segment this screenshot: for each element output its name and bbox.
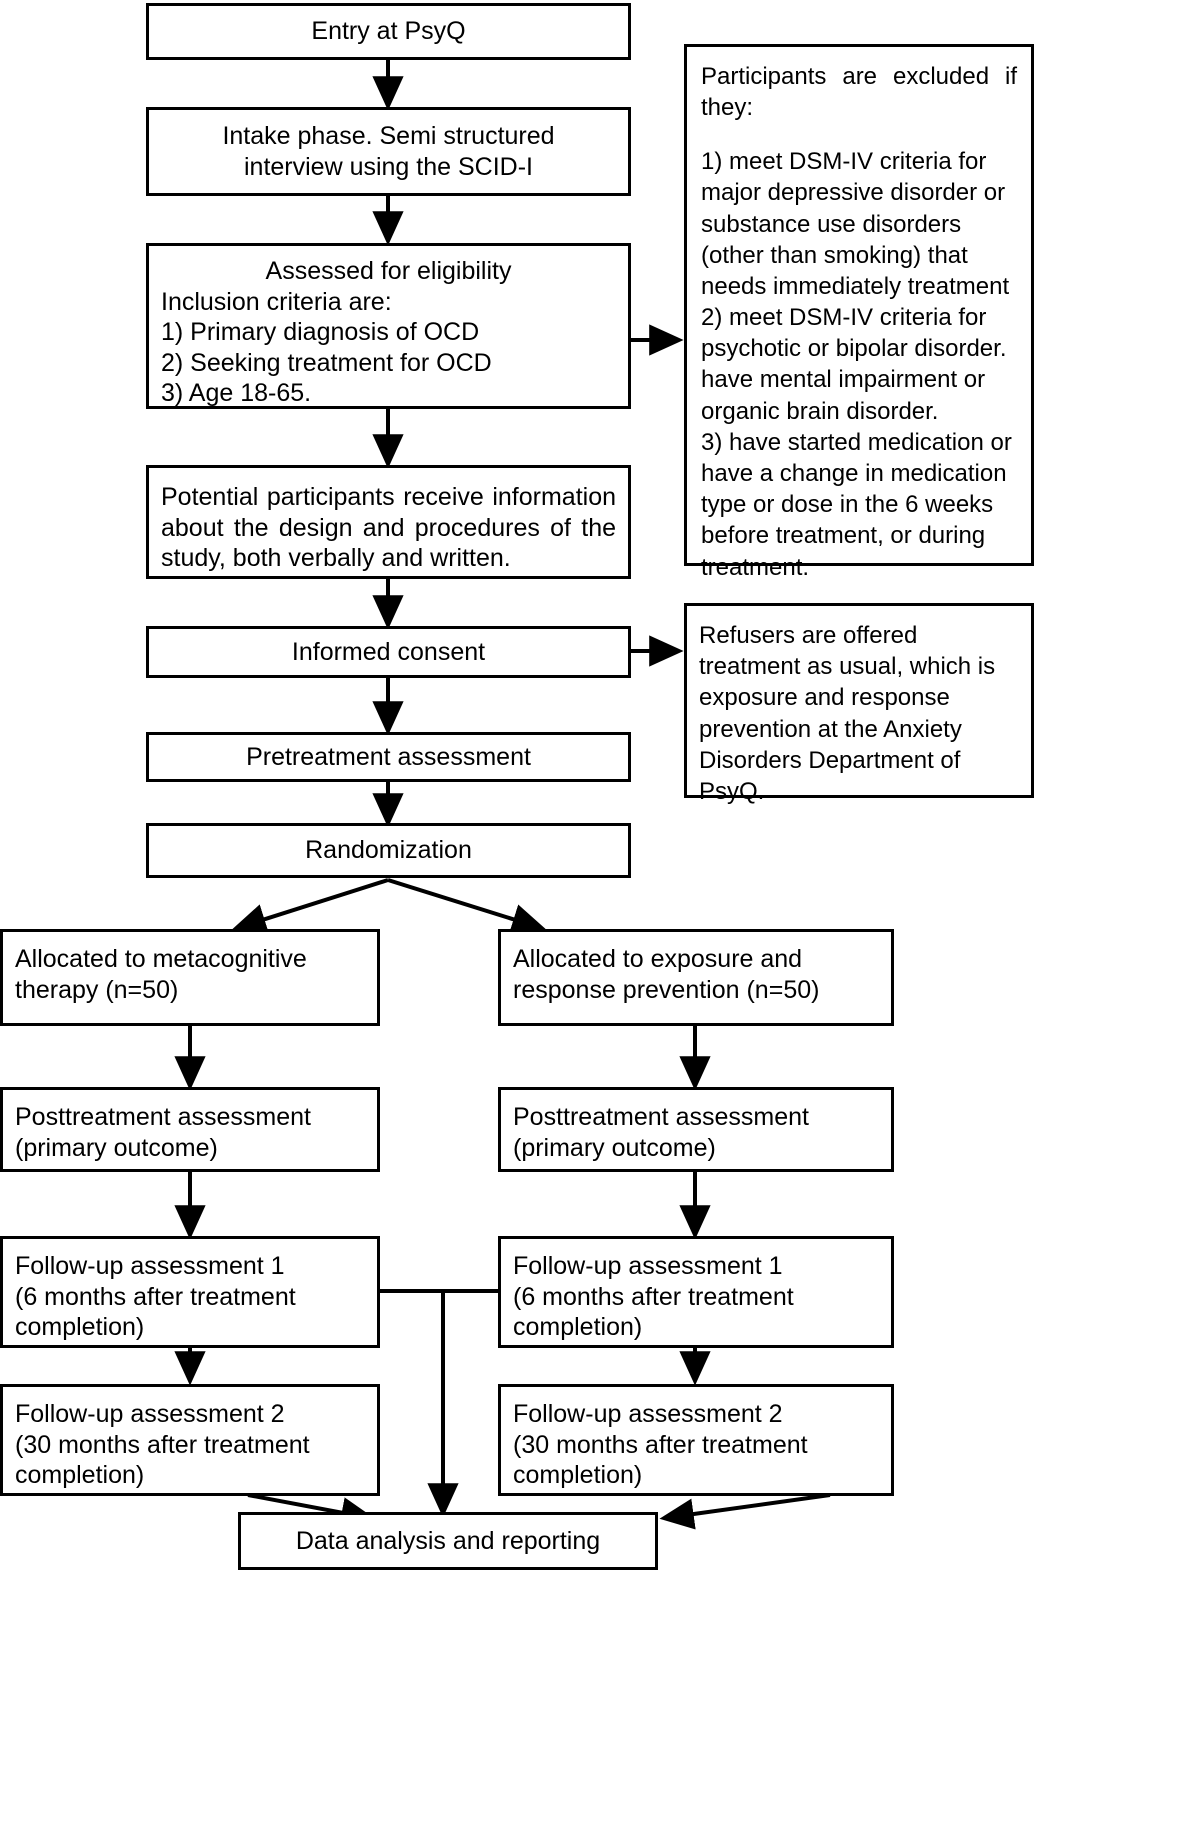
node-followup2-right-line1: Follow-up assessment 2 (513, 1400, 783, 1428)
node-allocated-metacognitive-therapy-label: Allocated to metacognitive therapy (n=50… (15, 945, 307, 1004)
node-exclusion-item-2: 2) meet DSM-IV criteria for psychotic or… (701, 304, 1007, 425)
node-followup1-right-line3: completion) (513, 1313, 643, 1341)
node-allocated-metacognitive-therapy: Allocated to metacognitive therapy (n=50… (0, 929, 380, 1026)
node-followup2-right-line2: (30 months after treatment (513, 1430, 808, 1459)
node-followup1-left-line2: (6 months after treatment (15, 1282, 296, 1311)
node-followup2-left-line3: completion) (15, 1461, 145, 1489)
node-followup1-left-line1: Follow-up assessment 1 (15, 1252, 285, 1280)
node-pretreatment-label: Pretreatment assessment (246, 742, 531, 771)
node-followup2-right: Follow-up assessment 2 (30 months after … (498, 1384, 894, 1496)
node-exclusion-criteria: Participants are excluded if they: 1) me… (684, 44, 1034, 581)
node-posttreatment-left: Posttreatment assessment (primary outcom… (0, 1087, 380, 1172)
node-randomization-label: Randomization (305, 836, 472, 865)
node-randomization: Randomization (146, 823, 631, 878)
node-entry: Entry at PsyQ (146, 3, 631, 60)
node-exclusion-item-3: 3) have started medication or have a cha… (701, 428, 1012, 581)
node-posttreatment-left-line1: Posttreatment assessment (15, 1103, 311, 1131)
node-followup1-left: Follow-up assessment 1 (6 months after t… (0, 1236, 380, 1348)
node-allocated-exposure-response-prevention: Allocated to exposure and response preve… (498, 929, 894, 1026)
node-refusers: Refusers are offered treatment as usual,… (684, 603, 1034, 805)
node-entry-label: Entry at PsyQ (311, 17, 466, 46)
node-followup1-left-line3: completion) (15, 1313, 145, 1341)
node-followup2-left-line1: Follow-up assessment 2 (15, 1400, 285, 1428)
node-intake: Intake phase. Semi structured interview … (146, 107, 631, 196)
node-posttreatment-right-line1: Posttreatment assessment (513, 1103, 809, 1131)
node-refusers-label: Refusers are offered treatment as usual,… (699, 622, 996, 805)
node-followup2-left: Follow-up assessment 2 (30 months after … (0, 1384, 380, 1496)
node-consent-label: Informed consent (291, 637, 486, 666)
node-followup2-right-line3: completion) (513, 1461, 643, 1489)
node-information-label: Potential participants receive informati… (161, 483, 616, 572)
node-posttreatment-right-line2: (primary outcome) (513, 1133, 716, 1162)
node-posttreatment-right: Posttreatment assessment (primary outcom… (498, 1087, 894, 1172)
arrow-randomization-to-alloc-left (231, 878, 389, 935)
node-eligibility-criterion-2: 2) Seeking treatment for OCD (161, 348, 492, 377)
arrow-randomization-to-alloc-right (387, 878, 547, 935)
node-intake-label: Intake phase. Semi structured interview … (222, 122, 555, 181)
node-data-analysis: Data analysis and reporting (238, 1512, 658, 1570)
node-followup2-left-line2: (30 months after treatment (15, 1430, 310, 1459)
node-allocated-exposure-response-prevention-label: Allocated to exposure and response preve… (513, 945, 820, 1004)
node-exclusion-item-1: 1) meet DSM-IV criteria for major depres… (701, 148, 1010, 300)
node-eligibility-title: Assessed for eligibility (265, 257, 512, 285)
node-posttreatment-left-line2: (primary outcome) (15, 1133, 218, 1162)
node-pretreatment: Pretreatment assessment (146, 732, 631, 782)
node-followup1-right: Follow-up assessment 1 (6 months after t… (498, 1236, 894, 1348)
node-followup1-right-line1: Follow-up assessment 1 (513, 1252, 783, 1280)
node-consent: Informed consent (146, 626, 631, 678)
node-eligibility-criterion-3: 3) Age 18-65. (161, 379, 312, 407)
node-eligibility-criterion-1: 1) Primary diagnosis of OCD (161, 318, 480, 346)
node-data-analysis-label: Data analysis and reporting (295, 1526, 601, 1555)
node-exclusion-intro: Participants are excluded if they: (701, 63, 1017, 122)
node-followup1-right-line2: (6 months after treatment (513, 1282, 794, 1311)
node-eligibility-criteria-header: Inclusion criteria are: (161, 287, 392, 316)
node-information: Potential participants receive informati… (146, 465, 631, 579)
node-eligibility: Assessed for eligibility Inclusion crite… (146, 243, 631, 409)
